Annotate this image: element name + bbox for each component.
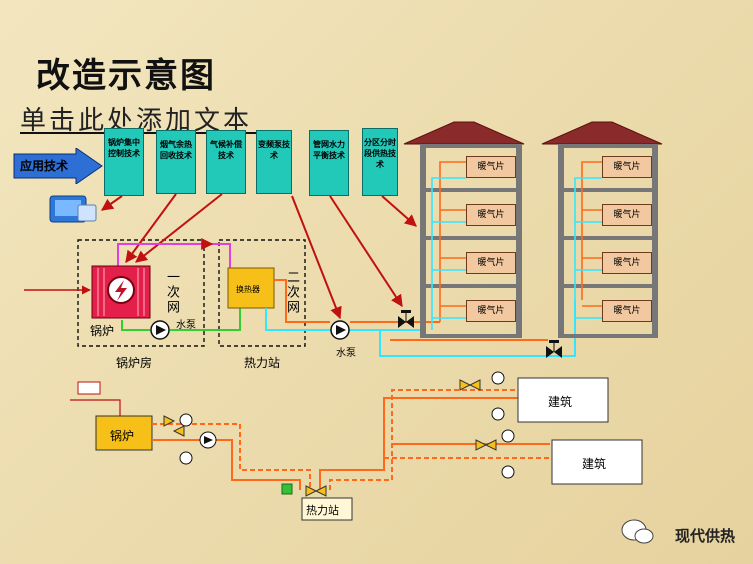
lower-station-label: 热力站: [306, 504, 339, 517]
tech-box-boiler-control: 锅炉集中控制技术: [104, 128, 144, 196]
tech-box-zoning: 分区分时段供热技术: [362, 128, 398, 196]
station-label: 热力站: [244, 356, 281, 370]
secondary-net-label: 二次网: [284, 270, 299, 315]
radiator: 暖气片: [602, 300, 652, 322]
station-frame: [218, 239, 306, 347]
apply-tech-label: 应用技术: [20, 159, 69, 173]
radiator: 暖气片: [466, 156, 516, 178]
lower-station: [301, 497, 353, 521]
heat-exchanger-label: 换热器: [236, 285, 260, 294]
control-box: [77, 381, 101, 395]
building-2: [541, 121, 663, 338]
radiator: 暖气片: [466, 252, 516, 274]
primary-net-label: 一次网: [164, 270, 179, 315]
lower-building-1: [517, 377, 609, 423]
tech-box-flue-gas: 烟气余热回收技术: [156, 130, 196, 194]
lower-building-2-label: 建筑: [582, 457, 607, 471]
lower-building-2: [551, 439, 643, 485]
radiator: 暖气片: [602, 156, 652, 178]
tech-box-balance: 管网水力平衡技术: [309, 130, 349, 196]
building-1: [403, 121, 525, 338]
valve-icon: [398, 310, 414, 328]
watermark: 现代供热: [674, 527, 735, 545]
radiator: 暖气片: [602, 204, 652, 226]
laptop-icon: [49, 195, 97, 223]
water-pump-label: 水泵: [336, 348, 356, 359]
page-title: 改造示意图: [36, 56, 216, 96]
primary-pump-label: 水泵: [176, 320, 196, 331]
radiator: 暖气片: [602, 252, 652, 274]
wechat-icon: [621, 519, 654, 544]
lower-boiler: [95, 415, 153, 451]
valve-icon-2: [546, 340, 562, 358]
boiler-room-label: 锅炉房: [116, 356, 153, 370]
tech-box-vfd-pump: 变频泵技术: [256, 130, 292, 194]
title-underline: [20, 132, 275, 134]
radiator: 暖气片: [466, 300, 516, 322]
lower-boiler-label: 锅炉: [110, 429, 135, 443]
lower-building-1-label: 建筑: [548, 395, 573, 409]
heat-exchanger: [227, 267, 275, 309]
boiler-label: 锅炉: [90, 324, 115, 338]
radiator: 暖气片: [466, 204, 516, 226]
apply-tech-arrow: [13, 148, 103, 184]
tech-box-climate: 气候补偿技术: [206, 130, 246, 194]
